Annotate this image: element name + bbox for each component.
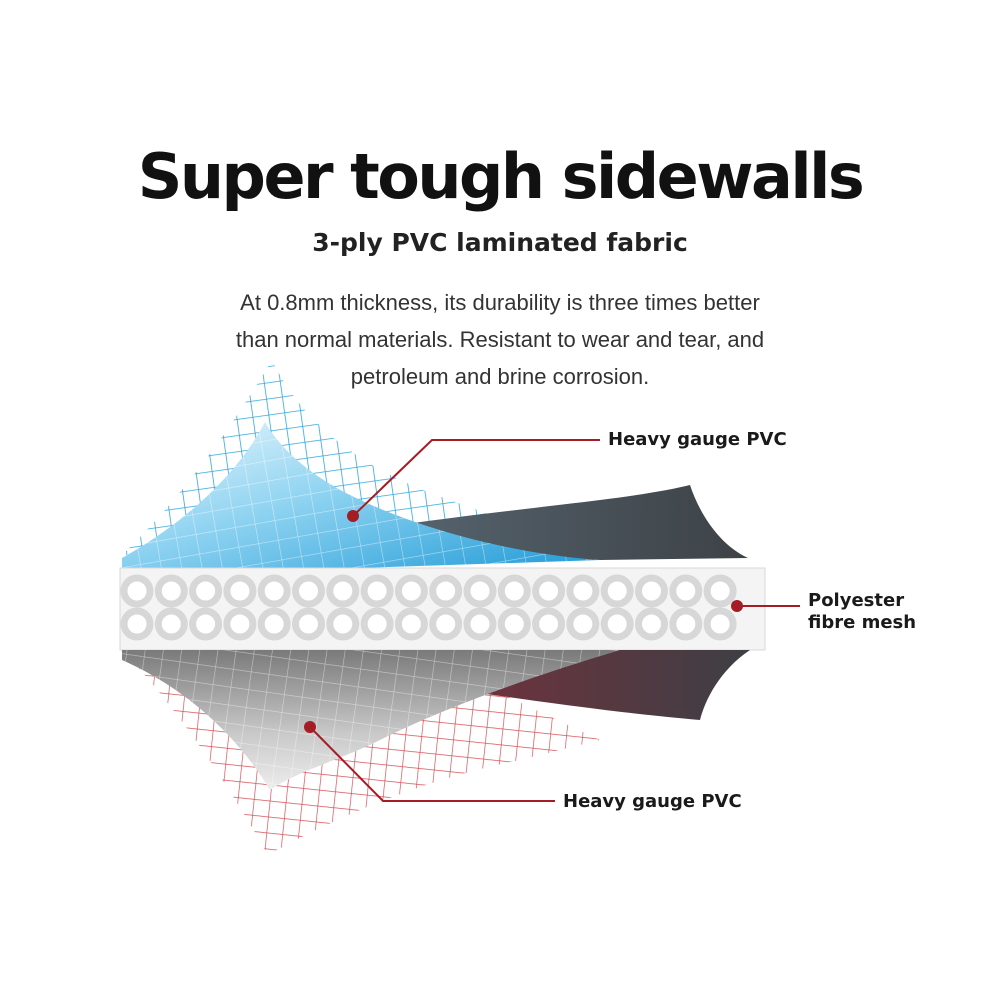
- mesh-circle: [635, 574, 668, 608]
- mesh-circle: [326, 574, 360, 608]
- mesh-circle: [429, 607, 463, 641]
- mesh-circle: [463, 574, 497, 608]
- mesh-circle: [360, 607, 394, 641]
- mesh-circle: [257, 574, 291, 608]
- mesh-circle: [703, 574, 737, 608]
- mesh-circle: [669, 607, 703, 641]
- mesh-circle: [635, 607, 668, 641]
- mesh-circles: [120, 574, 737, 641]
- mesh-circle: [223, 607, 257, 641]
- page-title: Super tough sidewalls: [137, 140, 865, 213]
- mesh-circle: [703, 607, 737, 641]
- callout-bottom: [304, 721, 555, 802]
- mesh-circle: [189, 574, 223, 608]
- mesh-circle: [292, 607, 325, 641]
- mesh-circle: [326, 607, 360, 641]
- mesh-circle: [669, 574, 703, 608]
- mesh-circle: [463, 607, 497, 641]
- mesh-circle: [566, 574, 600, 608]
- mesh-circle: [532, 574, 566, 608]
- mesh-circle: [394, 574, 428, 608]
- callout-top: [347, 439, 600, 522]
- mesh-circle: [600, 574, 634, 608]
- mesh-circle: [497, 574, 531, 608]
- mesh-circle: [600, 607, 634, 641]
- mesh-circle: [566, 607, 600, 641]
- mesh-circle: [120, 574, 154, 608]
- middle-layer-label: Polyester fibre mesh: [808, 590, 917, 633]
- mesh-circle: [532, 607, 566, 641]
- callout-middle: [731, 600, 800, 612]
- mesh-circle: [257, 607, 291, 641]
- mesh-circle: [394, 607, 428, 641]
- mesh-circle: [154, 574, 188, 608]
- mesh-circle: [497, 607, 531, 641]
- mesh-circle: [292, 574, 325, 608]
- mesh-circle: [429, 574, 463, 608]
- bottom-layer-label: Heavy gauge PVC: [563, 791, 742, 812]
- mesh-circle: [189, 607, 223, 641]
- top-pvc-sheet-grid: [122, 422, 600, 570]
- top-layer-label: Heavy gauge PVC: [608, 429, 787, 450]
- mesh-circle: [154, 607, 188, 641]
- bottom-pvc-sheet-grid: [122, 650, 620, 790]
- mesh-circle: [120, 607, 154, 641]
- page-subtitle: 3-ply PVC laminated fabric: [312, 228, 688, 257]
- mesh-circle: [360, 574, 394, 608]
- description-text: At 0.8mm thickness, its durability is th…: [235, 290, 765, 389]
- mesh-circle: [223, 574, 257, 608]
